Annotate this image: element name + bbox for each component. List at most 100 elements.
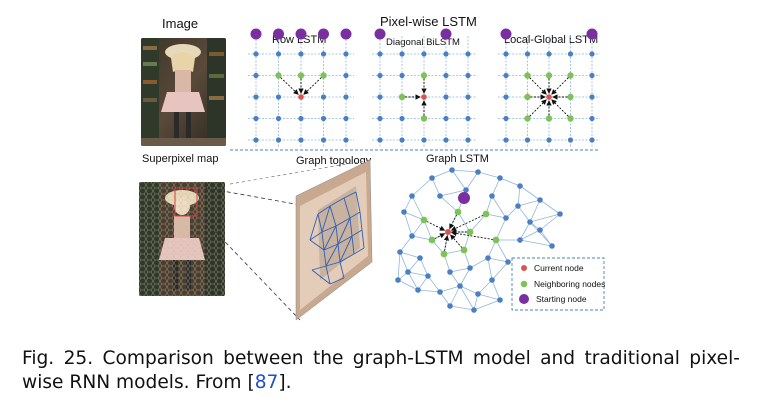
graph-edge: [403, 211, 425, 221]
caption-reference-link[interactable]: 87: [254, 372, 279, 393]
graph-edge: [465, 171, 479, 191]
graph-edge: [495, 217, 507, 241]
graph-edge: [439, 285, 461, 293]
neighbor-node: [567, 72, 574, 79]
graph-edge: [439, 291, 451, 307]
graph-node: [437, 193, 443, 199]
graph-node: [415, 287, 421, 293]
grid-node: [465, 94, 471, 100]
grid-node: [443, 115, 449, 122]
graph-edge: [529, 213, 561, 223]
graph-node: [475, 169, 481, 175]
graph-edge: [449, 267, 471, 273]
grid-node: [377, 137, 383, 143]
graph-edge: [431, 169, 453, 179]
grid-node: [343, 94, 349, 100]
graph-node: [489, 277, 495, 283]
grid-node: [465, 51, 471, 57]
grid-node: [443, 72, 449, 79]
graph-node: [463, 187, 469, 193]
grid-node: [320, 94, 327, 100]
graph-edge: [451, 169, 467, 191]
dependency-arrow: [434, 233, 446, 240]
graph-edge: [439, 195, 459, 213]
neighbor-node: [398, 93, 406, 101]
graph-node: [447, 303, 453, 309]
topology-edge: [311, 269, 331, 285]
neighbor-node: [297, 72, 305, 79]
topology-edge: [339, 235, 353, 263]
grid-node: [503, 115, 509, 122]
graph-edge: [449, 271, 461, 287]
grid-node: [298, 51, 304, 57]
graph-node: [437, 289, 443, 295]
neighbor-node: [460, 246, 468, 254]
legend-neighbor-label: Neighboring nodes: [534, 279, 605, 289]
grid-node: [589, 72, 595, 79]
dependency-arrow: [450, 234, 463, 249]
graph-edge: [487, 257, 493, 281]
graph-edge: [491, 261, 509, 281]
grid-node: [253, 137, 259, 143]
figure-caption: Fig. 25. Comparison between the graph-LS…: [22, 347, 740, 395]
graph-lstm-label: Graph LSTM: [426, 153, 489, 165]
grid-node: [377, 94, 383, 100]
topology-edge: [323, 249, 327, 267]
dependency-arrow: [426, 220, 446, 231]
grid-node: [298, 115, 304, 122]
grid-node: [546, 137, 552, 143]
graph-node: [557, 211, 563, 217]
graph-node: [409, 193, 415, 199]
grid-node: [253, 72, 259, 79]
graph-node: [517, 237, 523, 243]
grid-node: [377, 115, 383, 122]
neighbor-node: [545, 72, 553, 79]
graph-edge: [473, 299, 501, 311]
grid-node: [524, 51, 531, 57]
graph-edge: [477, 279, 493, 295]
graph-edge: [399, 251, 421, 259]
topology-edge: [353, 247, 365, 255]
graph-edge: [427, 275, 441, 293]
neighbor-node: [492, 236, 500, 244]
row-lstm-label: Row LSTM: [272, 34, 327, 46]
caption-suffix: ].: [278, 372, 292, 393]
starting-node: [440, 28, 452, 40]
dependency-arrow: [450, 214, 484, 231]
neighbor-node: [466, 228, 474, 236]
graph-node: [417, 255, 423, 261]
graph-edge: [469, 257, 489, 269]
starting-node: [273, 28, 284, 40]
dependency-arrow: [280, 77, 299, 95]
grid-node: [465, 115, 471, 122]
graph-edge: [519, 221, 531, 241]
graph-node: [485, 255, 491, 261]
grid-node: [275, 115, 282, 122]
graph-node: [397, 249, 403, 255]
graph-node: [515, 203, 521, 209]
grid-node: [275, 94, 282, 100]
graph-topology-panel: [295, 159, 373, 321]
topology-edge: [323, 243, 339, 251]
topology-edge: [349, 217, 353, 237]
topology-edge: [325, 243, 339, 267]
grid-node: [253, 51, 259, 57]
input-image: [141, 38, 226, 146]
neighbor-node: [482, 210, 490, 218]
grid-node: [298, 137, 304, 143]
graph-node: [409, 233, 415, 239]
graph-node: [467, 265, 473, 271]
neighbor-node: [428, 236, 436, 244]
topology-edge: [361, 229, 365, 249]
grid-node: [377, 72, 383, 79]
neighbor-node: [567, 115, 574, 122]
graph-node: [503, 215, 509, 221]
neighbor-node: [524, 72, 531, 79]
projection-line-top: [205, 187, 307, 207]
grid-node: [275, 51, 282, 57]
grid-node: [503, 137, 509, 143]
graph-edge: [411, 195, 425, 221]
legend-box: Current node Neighboring nodes Starting …: [511, 257, 605, 311]
graph-node: [549, 243, 555, 249]
graph-edge: [491, 279, 501, 301]
